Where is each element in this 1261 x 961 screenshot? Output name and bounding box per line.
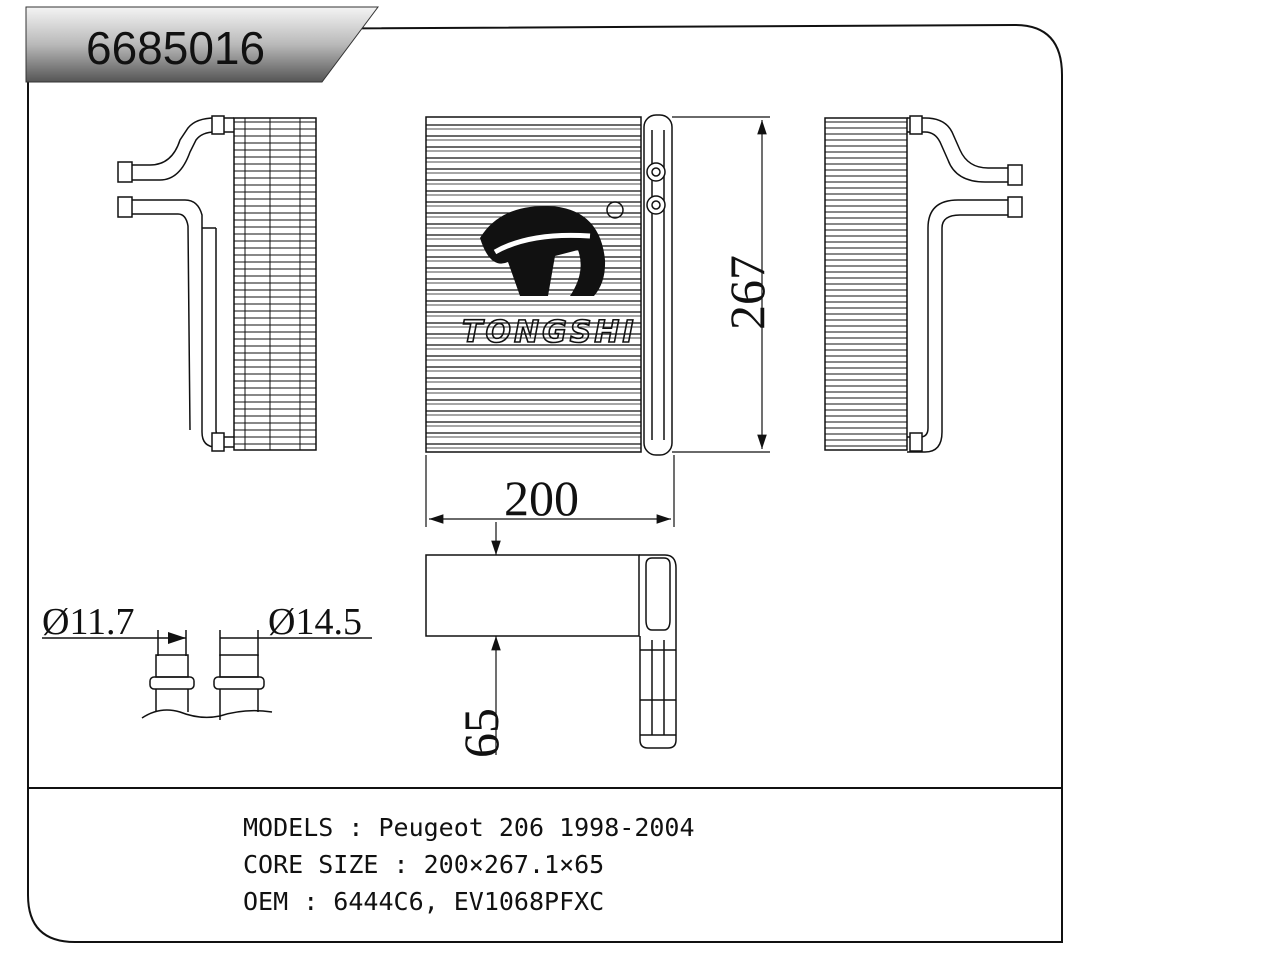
spec-oem: OEM : 6444C6, EV1068PFXC [243,887,605,916]
brand-logo: TONGSHI [461,201,637,351]
part-number: 6685016 [86,22,265,74]
pipe-detail [42,630,372,720]
left-side-view [117,115,317,452]
registered-mark-icon [606,201,624,219]
spec-models: MODELS : Peugeot 206 1998-2004 [243,813,695,842]
depth-value: 65 [453,708,509,758]
width-value: 200 [504,470,579,526]
outer-frame [27,23,1063,943]
height-value: 267 [719,255,775,330]
spec-core-size: CORE SIZE : 200×267.1×65 [243,850,605,879]
front-view [425,114,673,456]
pipe-diameter-small: Ø11.7 [42,601,135,643]
bottom-view [425,554,677,749]
part-number-tab: 6685016 [25,6,379,83]
right-side-view [824,115,1023,453]
pipe-diameter-large: Ø14.5 [268,601,362,643]
width-dimension [425,455,675,527]
logo-text: TONGSHI [462,315,637,350]
height-dimension [672,116,770,453]
